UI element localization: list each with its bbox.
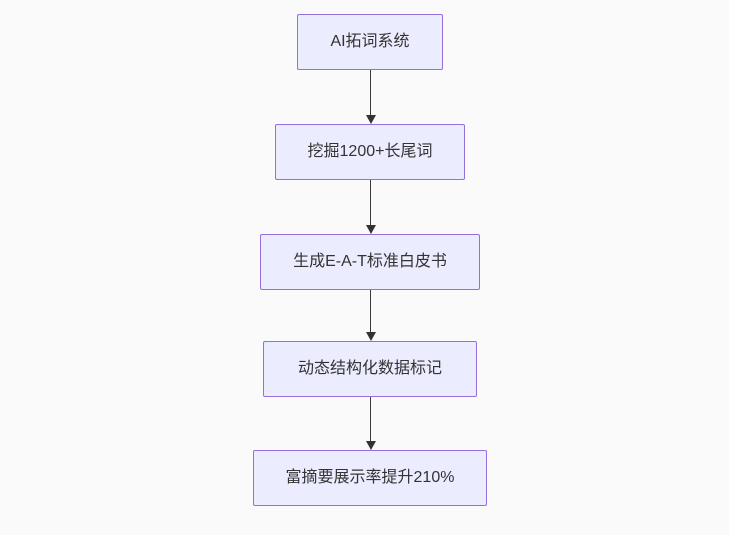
flowchart-node-rich-snippet-result: 富摘要展示率提升210%	[253, 450, 487, 506]
node-label: AI拓词系统	[330, 33, 410, 51]
edge-arrow-4	[365, 397, 376, 450]
arrow-line	[369, 70, 372, 116]
arrow-head-icon	[365, 115, 376, 124]
node-label: 动态结构化数据标记	[297, 360, 442, 378]
flowchart-node-eat-whitepaper: 生成E-A-T标准白皮书	[260, 234, 480, 290]
flowchart-node-longtail-keywords: 挖掘1200+长尾词	[275, 124, 465, 180]
node-label: 富摘要展示率提升210%	[285, 469, 455, 487]
arrow-head-icon	[365, 441, 376, 450]
arrow-line	[369, 397, 372, 442]
arrow-head-icon	[365, 225, 376, 234]
node-label: 挖掘1200+长尾词	[307, 143, 433, 161]
node-label: 生成E-A-T标准白皮书	[293, 253, 447, 271]
arrow-line	[369, 180, 372, 226]
flowchart-node-ai-system: AI拓词系统	[297, 14, 443, 70]
arrow-head-icon	[365, 332, 376, 341]
edge-arrow-1	[365, 70, 376, 124]
arrow-line	[369, 290, 372, 333]
flowchart-node-structured-data: 动态结构化数据标记	[263, 341, 477, 397]
edge-arrow-3	[365, 290, 376, 341]
edge-arrow-2	[365, 180, 376, 234]
